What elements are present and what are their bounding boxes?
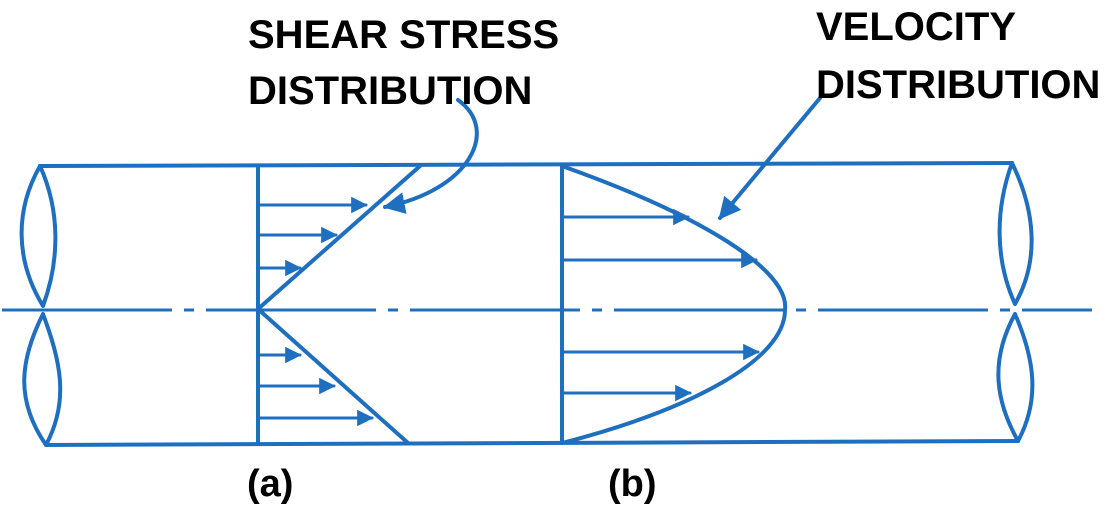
velocity-profile: [560, 164, 788, 445]
velocity-label-line1: VELOCITY: [816, 5, 1016, 49]
pipe-right-break-lower: [996, 312, 1035, 443]
pipe-right-break-upper: [997, 161, 1034, 306]
shear-label-leader-arrow: [382, 98, 479, 214]
shear-stress-label-line2: DISTRIBUTION: [248, 69, 532, 113]
shear-upper-envelope: [256, 164, 422, 311]
velocity-parabola: [560, 164, 788, 445]
pipe-bottom-wall: [44, 439, 1020, 447]
shear-stress-profile: [256, 164, 422, 445]
velocity-label-line2: DISTRIBUTION: [816, 63, 1100, 107]
velocity-label-leader-arrow: [718, 96, 822, 220]
pipe-left-break-lower: [22, 312, 63, 447]
pipe-left-break-upper: [19, 164, 58, 308]
part-a-label: (a): [247, 463, 293, 505]
part-b-label: (b): [608, 463, 657, 505]
shear-lower-envelope: [256, 307, 410, 445]
shear-stress-label-line1: SHEAR STRESS: [248, 13, 559, 57]
pipe-top-wall: [38, 161, 1014, 168]
